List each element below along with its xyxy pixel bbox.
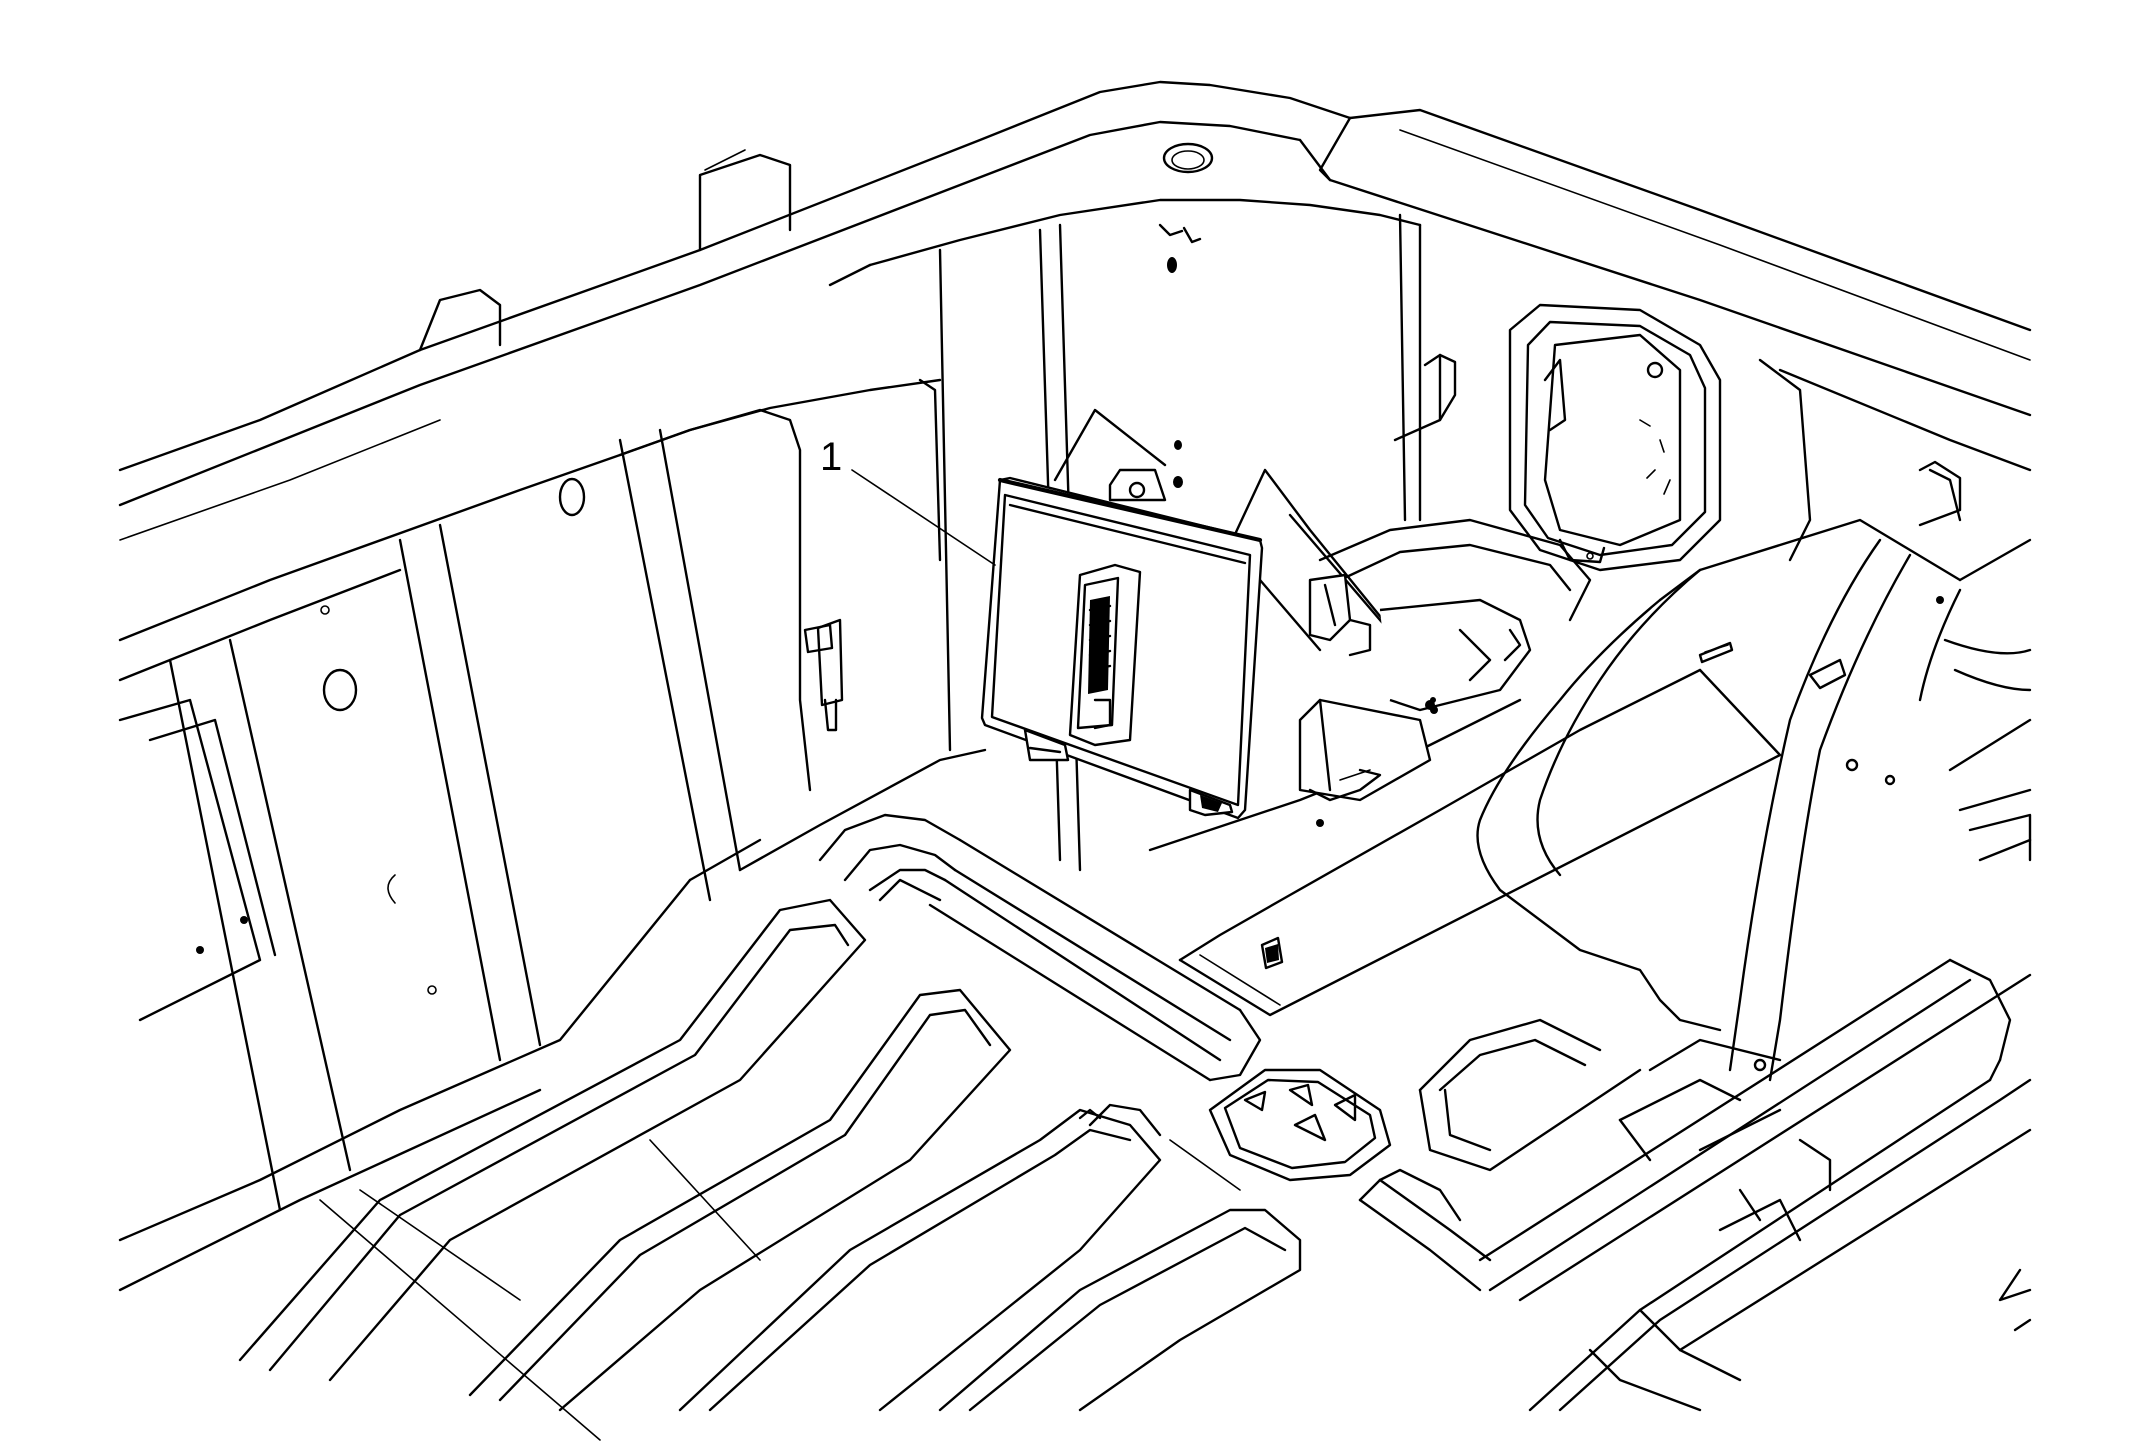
right-floor-structure — [1358, 958, 2032, 1412]
callout-label-1: 1 — [820, 435, 842, 479]
electronic-module[interactable] — [980, 468, 1264, 820]
center-crossmember — [1178, 668, 1782, 1017]
left-side-wall — [118, 378, 942, 1212]
upper-body-rail — [118, 80, 2032, 541]
right-wheelhouse-panel — [1476, 518, 2032, 1082]
callout-1: 1 — [820, 435, 996, 566]
floor-divider-flange — [618, 378, 987, 882]
trunk-floor-panel — [118, 813, 1302, 1441]
spare-tire-well — [1298, 518, 1592, 827]
right-wall-speaker-assembly — [1508, 303, 2032, 572]
floor-access-hatch — [1208, 1068, 1392, 1182]
